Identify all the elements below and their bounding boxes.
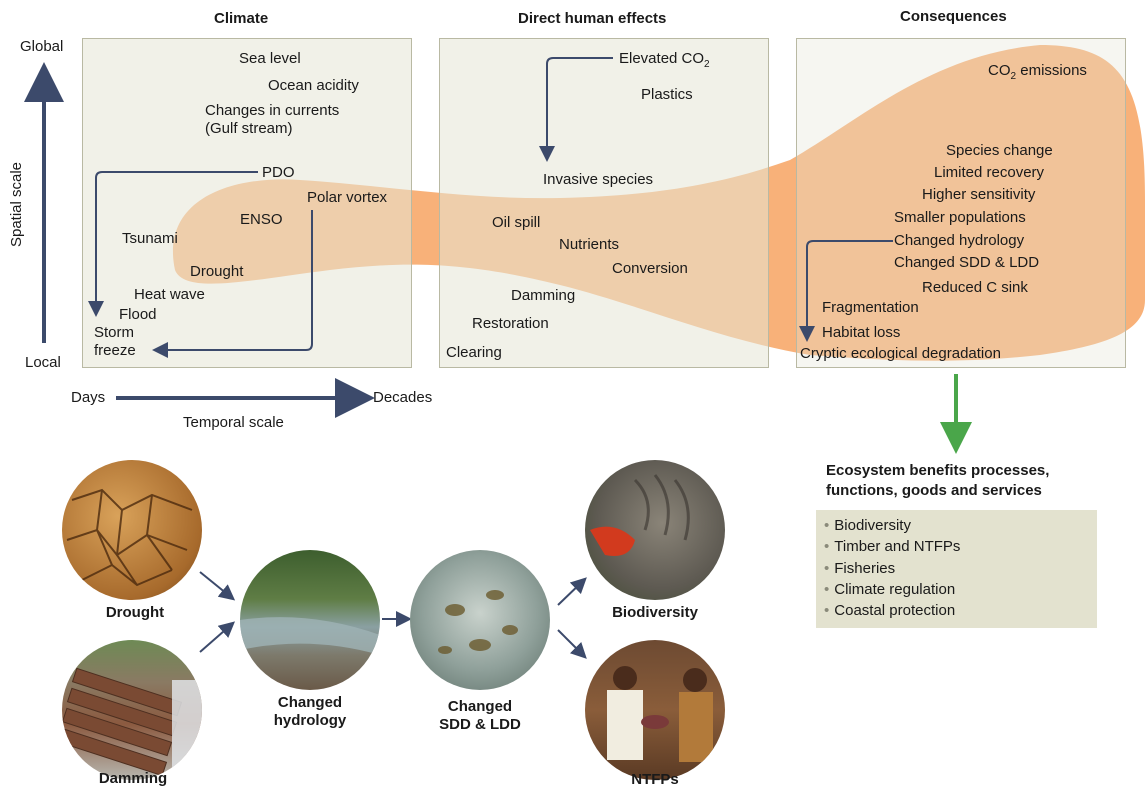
consequence-changed-hydrology: Changed hydrology (894, 232, 1025, 249)
direct-invasive-species: Invasive species (543, 171, 654, 188)
hydrology-caption-1: Changed (277, 694, 343, 711)
consequence-fragmentation: Fragmentation (822, 299, 919, 316)
direct-damming: Damming (511, 287, 576, 304)
climate-pdo: PDO (262, 164, 295, 181)
consequence-cryptic-degradation: Cryptic ecological degradation (800, 345, 1001, 362)
climate-freeze: freeze (94, 342, 136, 359)
y-axis-top-label: Global (20, 38, 64, 55)
sdd-to-biodiversity-arrow (557, 577, 587, 606)
ntfps-caption: NTFPs (631, 771, 679, 788)
direct-oil-spill: Oil spill (492, 214, 541, 231)
sdd-caption-2: SDD & LDD (439, 716, 521, 733)
y-axis-bottom-label: Local (25, 354, 61, 371)
drought-to-hydrology-arrow (199, 571, 236, 601)
consequences-panel (796, 38, 1126, 368)
consequence-species-change: Species change (946, 142, 1053, 159)
direct-elevated-co2: Elevated CO2 (619, 50, 710, 70)
sdd-caption-1: Changed (447, 698, 513, 715)
direct-effects-header: Direct human effects (518, 10, 667, 27)
damming-photo (62, 640, 202, 780)
benefit-item: •Timber and NTFPs (824, 538, 961, 555)
x-axis-right-label: Decades (373, 389, 433, 406)
climate-flood: Flood (119, 306, 157, 323)
consequence-changed-sdd: Changed SDD & LDD (894, 254, 1040, 271)
benefits-title-line-1: Ecosystem benefits processes, (826, 462, 1050, 479)
biodiversity-caption: Biodiversity (612, 604, 698, 621)
consequence-co2-emissions: CO2 emissions (988, 62, 1087, 82)
climate-drought: Drought (190, 263, 244, 280)
direct-clearing: Clearing (446, 344, 502, 361)
hydrology-connector (799, 240, 893, 342)
changed-sdd-photo (410, 550, 550, 690)
climate-sea-level: Sea level (239, 50, 301, 67)
polar-vortex-connector (152, 210, 313, 358)
consequence-limited-recovery: Limited recovery (934, 164, 1045, 181)
drought-photo (62, 460, 202, 600)
hydrology-caption-2: hydrology (273, 712, 347, 729)
climate-heat-wave: Heat wave (134, 286, 205, 303)
pdo-connector (88, 171, 258, 317)
climate-ocean-acidity: Ocean acidity (268, 77, 359, 94)
benefit-item: •Biodiversity (824, 517, 911, 534)
direct-effects-panel (439, 38, 769, 368)
benefit-item: •Fisheries (824, 560, 896, 577)
climate-panel (82, 38, 412, 368)
direct-plastics: Plastics (641, 86, 693, 103)
damming-caption: Damming (98, 770, 168, 787)
consequence-reduced-c-sink: Reduced C sink (922, 279, 1028, 296)
co2-connector (539, 57, 613, 162)
x-axis-title: Temporal scale (183, 414, 284, 431)
changed-hydrology-photo (240, 550, 380, 690)
climate-polar-vortex: Polar vortex (307, 189, 388, 206)
climate-header: Climate (214, 10, 269, 27)
benefits-title-line-2: functions, goods and services (826, 482, 1042, 499)
climate-currents-2: (Gulf stream) (205, 120, 293, 137)
consequences-header: Consequences (900, 8, 1007, 25)
climate-currents-1: Changes in currents (205, 102, 340, 119)
sdd-to-ntfps-arrow (557, 629, 587, 659)
direct-nutrients: Nutrients (559, 236, 620, 253)
consequence-habitat-loss: Habitat loss (822, 324, 901, 341)
x-axis-left-label: Days (71, 389, 106, 406)
consequence-higher-sensitivity: Higher sensitivity (922, 186, 1036, 203)
consequence-smaller-populations: Smaller populations (894, 209, 1026, 226)
damming-to-hydrology-arrow (199, 621, 236, 653)
climate-storm: Storm (94, 324, 135, 341)
benefit-item: •Coastal protection (824, 602, 956, 619)
direct-restoration: Restoration (472, 315, 549, 332)
drought-caption: Drought (105, 604, 165, 621)
benefit-item: •Climate regulation (824, 581, 956, 598)
climate-tsunami: Tsunami (122, 230, 178, 247)
direct-conversion: Conversion (612, 260, 688, 277)
ntfps-photo (585, 640, 725, 780)
benefits-box: •Biodiversity •Timber and NTFPs •Fisheri… (816, 510, 1097, 628)
climate-enso: ENSO (240, 211, 283, 228)
biodiversity-photo (585, 460, 725, 600)
